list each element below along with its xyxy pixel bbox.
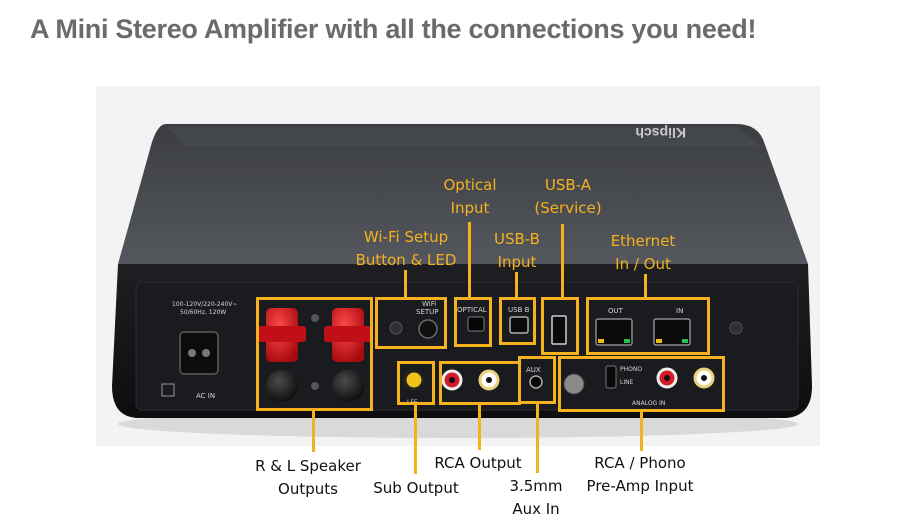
box-sub-output [397, 361, 435, 405]
ethernet-in-port [653, 318, 691, 346]
box-ethernet [586, 297, 710, 355]
callout-optical-input: Optical Input [432, 174, 508, 220]
leader-rca-phono [640, 411, 643, 451]
label-rca-phono-line1: RCA / Phono [594, 454, 686, 472]
optical-port [467, 316, 485, 332]
box-usb-b [499, 297, 536, 345]
wifi-text: WiFi [422, 300, 436, 308]
callout-wifi-setup: Wi-Fi Setup Button & LED [346, 226, 466, 272]
speaker-binding-posts [258, 308, 372, 402]
label-speaker-line1: R & L Speaker [255, 457, 361, 475]
phono-text: PHONO [620, 366, 642, 373]
leader-wifi [404, 270, 407, 298]
ground-screw [563, 373, 585, 395]
leader-usb-a [561, 224, 564, 298]
leader-sub [414, 404, 417, 474]
usb-b-port [509, 316, 529, 334]
callout-ethernet: Ethernet In / Out [596, 230, 690, 276]
page-headline: A Mini Stereo Amplifier with all the con… [30, 14, 757, 44]
device-top-panel [118, 124, 808, 264]
leader-rca-output [478, 404, 481, 450]
label-aux-line1: 3.5mm [509, 477, 563, 495]
amplifier-illustration: Klipsch 100-120V/220-240V~ 50/60Hz, 120W… [112, 124, 812, 438]
line-text: LINE [620, 379, 634, 386]
wifi-setup-button-graphic [418, 319, 438, 339]
ac-inlet [179, 331, 219, 375]
box-speaker-outputs [256, 297, 373, 411]
callout-usb-b-line1: USB-B [494, 230, 540, 248]
box-aux [518, 356, 556, 404]
ac-pin-right [202, 349, 210, 357]
power-spec-text-2: 50/60Hz, 120W [180, 309, 226, 316]
box-rca-output [439, 361, 521, 405]
box-usb-a [541, 297, 579, 355]
callout-usb-b-line2: Input [497, 253, 537, 271]
aux-jack [529, 375, 543, 389]
callout-ethernet-line1: Ethernet [610, 232, 676, 250]
leader-speaker [312, 410, 315, 452]
callout-usb-a-line2: (Service) [534, 199, 602, 217]
ethernet-in-text: IN [676, 307, 683, 315]
power-spec-text: 100-120V/220-240V~ [172, 301, 237, 308]
ac-pin-left [188, 349, 196, 357]
phono-line-switch [605, 365, 617, 389]
chassis-screw-left [389, 321, 403, 335]
label-sub-output: Sub Output [373, 479, 459, 497]
label-rca-phono-line2: Pre-Amp Input [586, 477, 694, 495]
leader-optical [468, 222, 471, 298]
callout-ethernet-line2: In / Out [615, 255, 671, 273]
box-wifi-setup [375, 297, 447, 349]
label-aux-in: 3.5mm Aux In [496, 475, 576, 521]
sub-output-jack [403, 369, 425, 391]
callout-optical-line2: Input [450, 199, 490, 217]
device-top-highlight [166, 126, 760, 146]
callout-usb-a: USB-A (Service) [522, 174, 614, 220]
analog-in-text: ANALOG IN [632, 400, 665, 407]
leader-ethernet [644, 274, 647, 298]
power-switch [161, 383, 175, 397]
setup-text: SETUP [416, 308, 439, 316]
ethernet-out-port [595, 318, 633, 346]
callout-wifi-line2: Button & LED [355, 251, 457, 269]
label-aux-line2: Aux In [512, 500, 560, 518]
chassis-screw-right [729, 321, 743, 335]
leader-aux [536, 403, 539, 473]
aux-text: AUX [526, 366, 541, 374]
label-rca-output: RCA Output [434, 454, 522, 472]
ethernet-out-text: OUT [608, 307, 624, 315]
label-speaker-outputs: R & L Speaker Outputs [246, 455, 370, 501]
amplifier-photo: Klipsch 100-120V/220-240V~ 50/60Hz, 120W… [96, 86, 820, 446]
leader-usb-b [515, 272, 518, 298]
callout-optical-line1: Optical [443, 176, 497, 194]
box-optical [454, 297, 492, 347]
ac-in-text: AC IN [196, 392, 215, 400]
box-rca-phono [558, 356, 725, 412]
callout-usb-a-line1: USB-A [544, 176, 592, 194]
usb-a-port [551, 315, 567, 345]
usb-b-text: USB B [508, 306, 530, 314]
optical-text: OPTICAL [457, 306, 487, 314]
callout-wifi-line1: Wi-Fi Setup [363, 228, 449, 246]
brand-logo: Klipsch [635, 125, 686, 141]
label-rca-phono: RCA / Phono Pre-Amp Input [574, 452, 706, 498]
callout-usb-b: USB-B Input [482, 228, 552, 274]
label-speaker-line2: Outputs [278, 480, 338, 498]
